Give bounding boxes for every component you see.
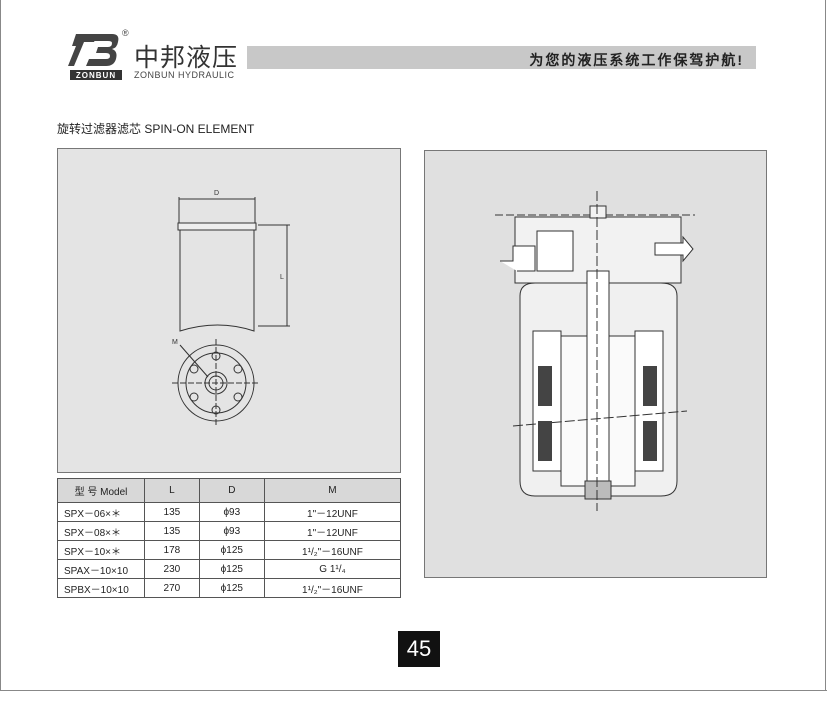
filter-cross-section-drawing	[495, 191, 695, 511]
cell-model: SPX－06×＊	[57, 502, 145, 522]
cell-l: 178	[144, 540, 200, 560]
dimension-label-d: D	[214, 190, 219, 197]
cell-l: 135	[144, 521, 200, 541]
cell-d: ϕ125	[198, 540, 265, 560]
header-m: M	[263, 478, 402, 503]
cell-m: G 1¹/₄	[263, 559, 402, 579]
slogan-text: 为您的液压系统工作保驾护航!	[529, 52, 744, 68]
cell-model: SPBX－10×10	[57, 578, 145, 598]
spin-on-element-drawing: D L M	[172, 190, 290, 427]
cell-model: SPX－08×＊	[57, 521, 145, 541]
dimension-drawing-panel: D L M	[57, 148, 401, 473]
cell-m: 1"－12UNF	[263, 521, 402, 541]
cell-l: 135	[144, 502, 200, 522]
page-border-bottom	[0, 690, 827, 691]
header-l: L	[144, 478, 200, 503]
cell-model: SPX－10×＊	[57, 540, 145, 560]
zonbun-logo: ZONBUN	[68, 34, 122, 80]
table-header-row: 型 号 Model L D M	[57, 478, 402, 503]
cell-model: SPAX－10×10	[57, 559, 145, 579]
cell-l: 270	[144, 578, 200, 598]
registered-mark: ®	[122, 28, 129, 38]
cell-d: ϕ93	[198, 521, 265, 541]
slogan-bar: 为您的液压系统工作保驾护航!	[247, 46, 756, 69]
page-border-right	[825, 0, 826, 690]
dimension-label-m: M	[172, 339, 178, 346]
header-model: 型 号 Model	[57, 478, 145, 503]
section-title: 旋转过滤器滤芯 SPIN-ON ELEMENT	[57, 122, 255, 136]
cell-m: 1¹/₂"－16UNF	[263, 578, 402, 598]
page-border-left	[0, 0, 1, 690]
cell-d: ϕ125	[198, 578, 265, 598]
brand-name-cn: 中邦液压	[134, 44, 239, 72]
cell-m: 1¹/₂"－16UNF	[263, 540, 402, 560]
cross-section-panel	[424, 150, 767, 578]
brand-name-en: ZONBUN HYDRAULIC	[134, 70, 235, 80]
header-d: D	[198, 478, 265, 503]
cell-m: 1"－12UNF	[263, 502, 402, 522]
dimension-label-l: L	[280, 274, 284, 281]
cell-l: 230	[144, 559, 200, 579]
page-number: 45	[398, 631, 440, 667]
svg-text:ZONBUN: ZONBUN	[76, 71, 116, 80]
cell-d: ϕ93	[198, 502, 265, 522]
cell-d: ϕ125	[198, 559, 265, 579]
